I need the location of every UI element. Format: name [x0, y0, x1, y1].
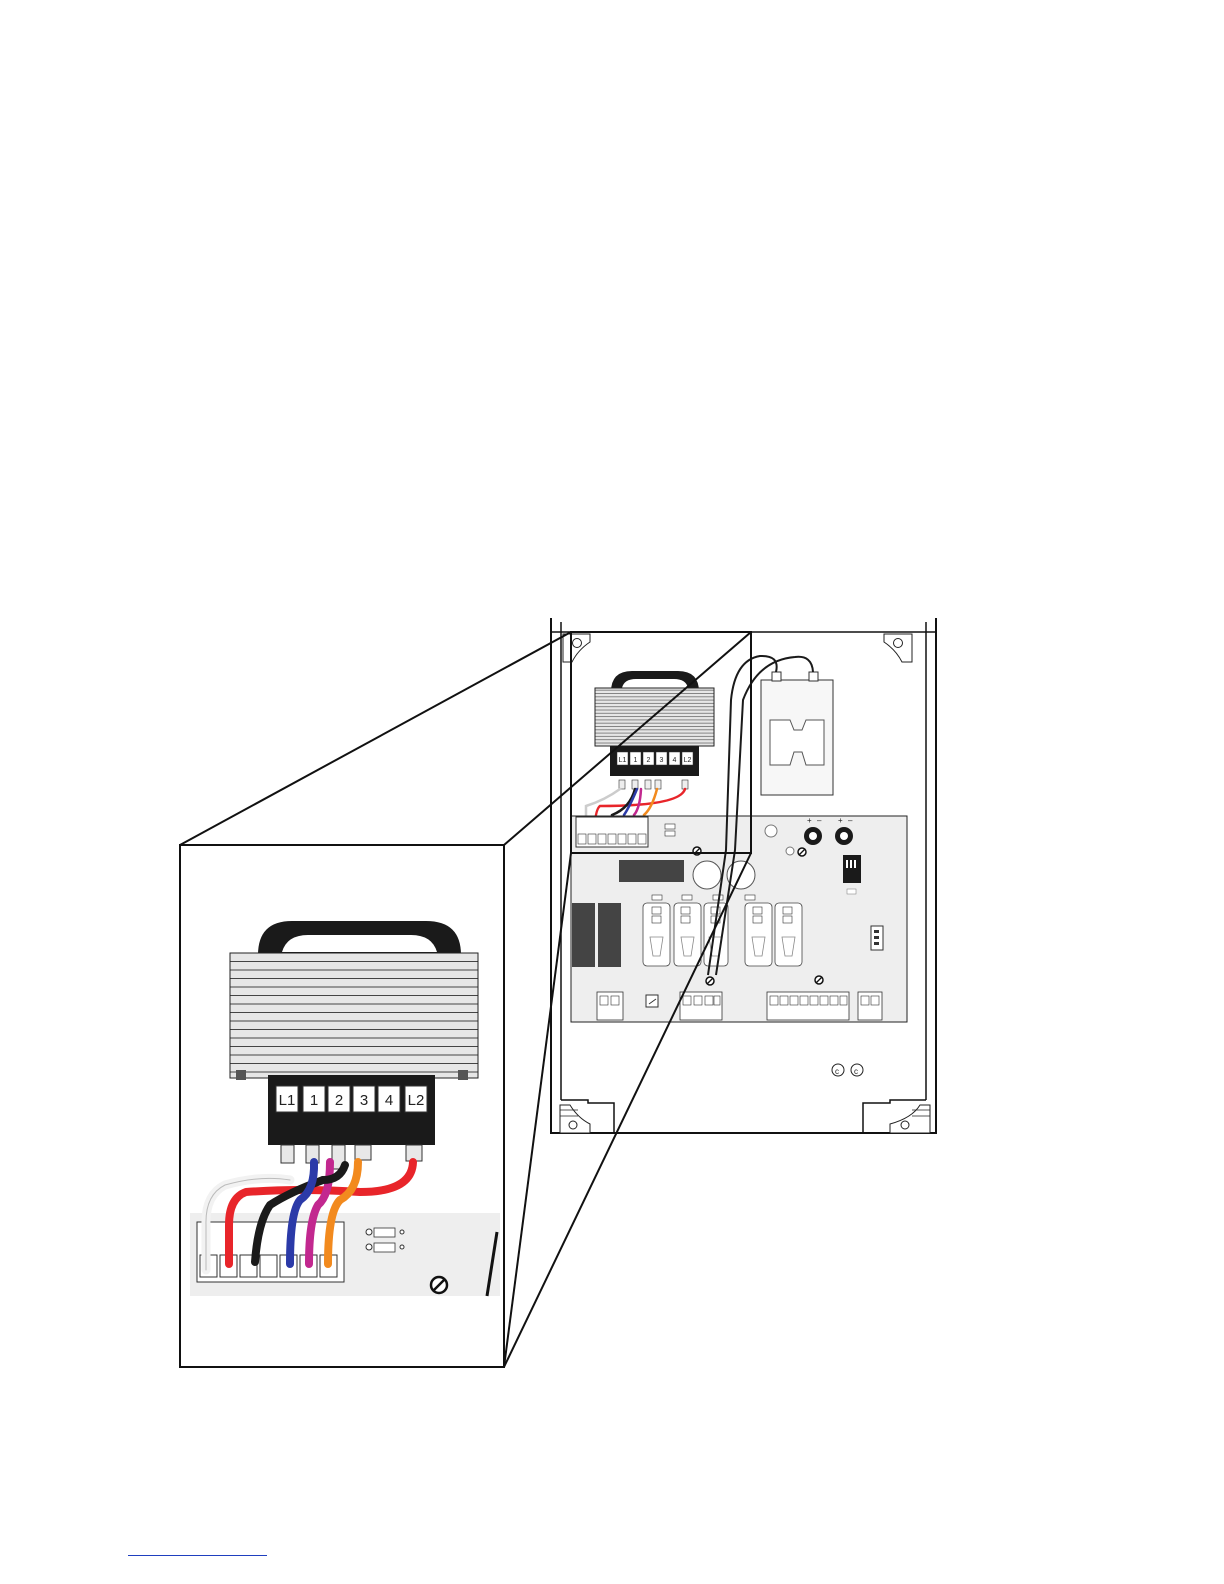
mount-hole-icon	[884, 634, 912, 662]
svg-text:1: 1	[634, 757, 638, 764]
svg-text:3: 3	[660, 757, 664, 764]
svg-text:+: +	[807, 816, 812, 825]
terminal-label: L1	[279, 1092, 296, 1109]
screw-icon	[815, 976, 823, 984]
svg-text:c: c	[835, 1067, 839, 1076]
terminal-label: 4	[385, 1092, 393, 1109]
screw-icon	[706, 977, 714, 985]
enclosure: L1 1 2 3 4 L2	[551, 618, 936, 1133]
terminal-label: 1	[310, 1092, 318, 1109]
svg-text:L2: L2	[684, 757, 692, 764]
transformer-icon: L1 1 2 3 4 L2	[595, 671, 714, 789]
terminal-label: 3	[360, 1092, 368, 1109]
screw-icon	[798, 848, 806, 856]
svg-text:4: 4	[673, 757, 677, 764]
connector-icon	[871, 926, 883, 950]
fuse-icon	[646, 995, 658, 1007]
svg-text:c: c	[854, 1067, 858, 1076]
screw-icon	[431, 1277, 447, 1293]
terminal-label: 2	[335, 1092, 343, 1109]
control-board: + – + –	[571, 816, 907, 1022]
svg-text:–: –	[848, 816, 853, 825]
battery-icon	[761, 672, 833, 795]
terminal-label: L2	[408, 1092, 425, 1109]
svg-text:L1: L1	[619, 757, 627, 764]
mount-hole-icon	[890, 1105, 930, 1133]
svg-text:+: +	[838, 816, 843, 825]
footer-link-underline[interactable]	[128, 1555, 267, 1556]
mount-hole-icon	[563, 634, 590, 662]
zoomed-transformer-detail: L1 1 2 3 4 L2	[190, 921, 500, 1296]
mount-hole-icon	[560, 1105, 590, 1133]
transformer-icon: L1 1 2 3 4 L2	[230, 921, 478, 1169]
svg-text:–: –	[817, 816, 822, 825]
svg-text:2: 2	[647, 757, 651, 764]
